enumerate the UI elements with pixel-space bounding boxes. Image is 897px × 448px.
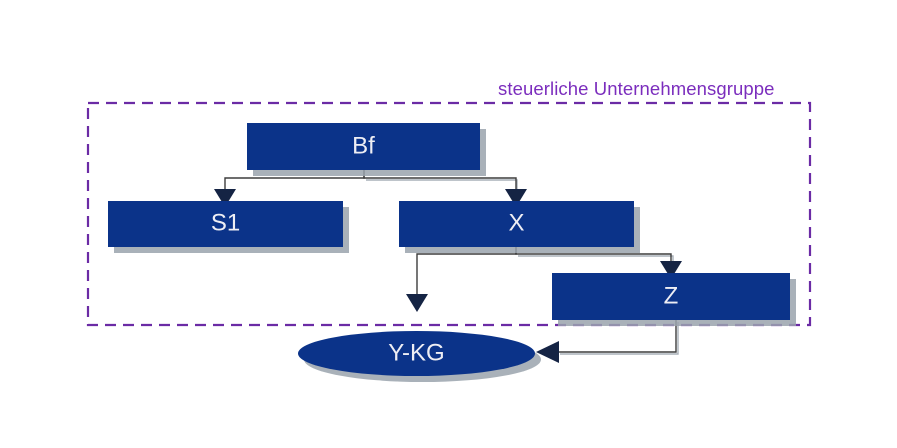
- node-ykg[interactable]: Y-KG: [298, 331, 541, 382]
- node-bf[interactable]: Bf: [247, 123, 486, 176]
- group-title: steuerliche Unternehmensgruppe: [498, 78, 775, 99]
- node-x-label: X: [508, 209, 524, 236]
- node-x[interactable]: X: [399, 201, 640, 253]
- node-z[interactable]: Z: [552, 273, 796, 326]
- group-boundary-box: [86, 101, 812, 327]
- connector-z-to-ykg: [536, 320, 679, 363]
- node-s1-label: S1: [211, 209, 240, 236]
- node-ykg-label: Y-KG: [388, 339, 444, 366]
- node-z-label: Z: [664, 282, 679, 309]
- node-bf-label: Bf: [352, 132, 375, 159]
- connector-x-to-ykg: [406, 247, 517, 312]
- node-s1[interactable]: S1: [108, 201, 349, 253]
